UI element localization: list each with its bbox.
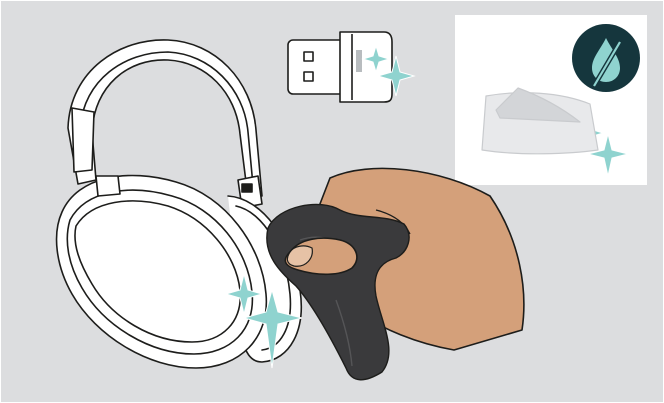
cleaning-cloth-icon: [482, 88, 598, 154]
no-liquid-icon: [572, 24, 640, 92]
